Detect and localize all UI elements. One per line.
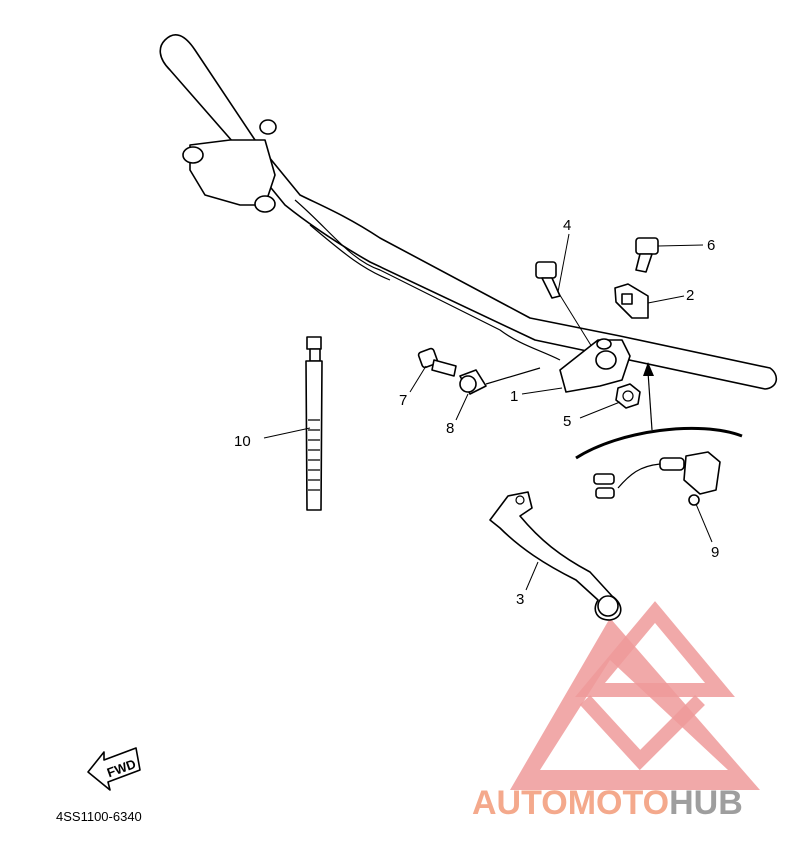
part-3-lever: [489, 491, 622, 621]
part-10-cable-tie: [263, 336, 323, 511]
part-1-lever-holder: [521, 338, 631, 395]
part-4-bolt: [535, 233, 601, 361]
part-5-nut: [579, 383, 641, 419]
callout-2: 2: [686, 287, 694, 304]
callout-1: 1: [510, 388, 518, 405]
diagram-code: 4SS1100-6340: [56, 809, 142, 824]
watermark-moto: MOTO: [568, 784, 669, 822]
callout-8: 8: [446, 420, 454, 437]
callout-5: 5: [563, 413, 571, 430]
callout-9: 9: [711, 544, 719, 561]
part-6-bolt: [635, 237, 704, 273]
part-2-bracket: [614, 283, 685, 319]
bar-clamp-left: [182, 119, 277, 213]
callout-7: 7: [399, 392, 407, 409]
watermark-logo: [510, 601, 760, 790]
handlebar: [159, 34, 778, 390]
fwd-arrow-icon: FWD: [87, 747, 141, 791]
watermark-hub: HUB: [669, 784, 743, 822]
watermark-auto: AUTO: [472, 784, 568, 822]
callout-4: 4: [563, 217, 571, 234]
part-7-bolt: [409, 347, 457, 393]
callout-10: 10: [234, 433, 251, 450]
watermark-text: AUTOMOTOHUB: [472, 784, 743, 822]
callout-6: 6: [707, 237, 715, 254]
part-8-collar: [455, 367, 541, 421]
assembly-arrow: [643, 362, 654, 431]
part-9-switch: [575, 426, 743, 543]
callout-3: 3: [516, 591, 524, 608]
